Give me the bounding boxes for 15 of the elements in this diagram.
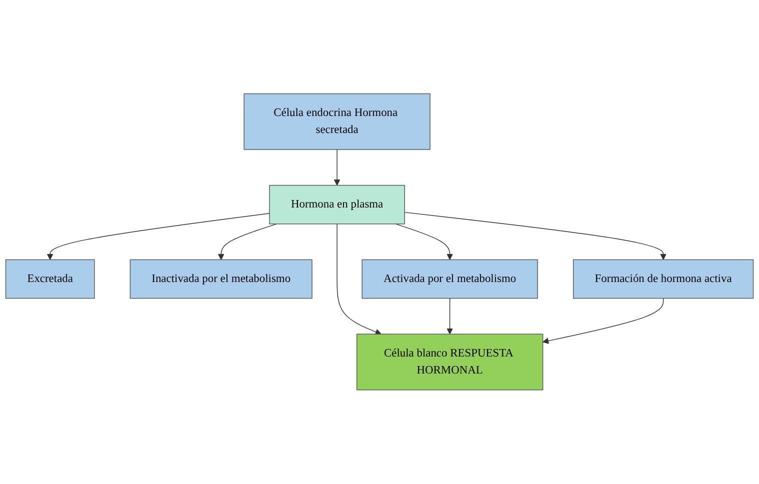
node-box: Célula endocrina Hormona secretada bbox=[244, 94, 430, 150]
node-box: Hormona en plasma bbox=[269, 185, 405, 224]
arrow bbox=[218, 224, 278, 260]
node-box: Célula blanco RESPUESTA HORMONAL bbox=[356, 334, 544, 390]
arrow bbox=[395, 224, 453, 260]
arrow bbox=[46, 213, 270, 260]
arrow bbox=[404, 212, 666, 260]
node-box: Inactivada por el metabolismo bbox=[130, 260, 312, 299]
node-box: Formación de hormona activa bbox=[572, 260, 754, 299]
arrow bbox=[336, 224, 382, 336]
node-box: Activada por el metabolismo bbox=[362, 260, 538, 299]
arrow bbox=[446, 298, 453, 335]
arrow bbox=[542, 298, 664, 344]
arrow bbox=[334, 149, 340, 186]
node-box: Excretada bbox=[5, 260, 95, 299]
